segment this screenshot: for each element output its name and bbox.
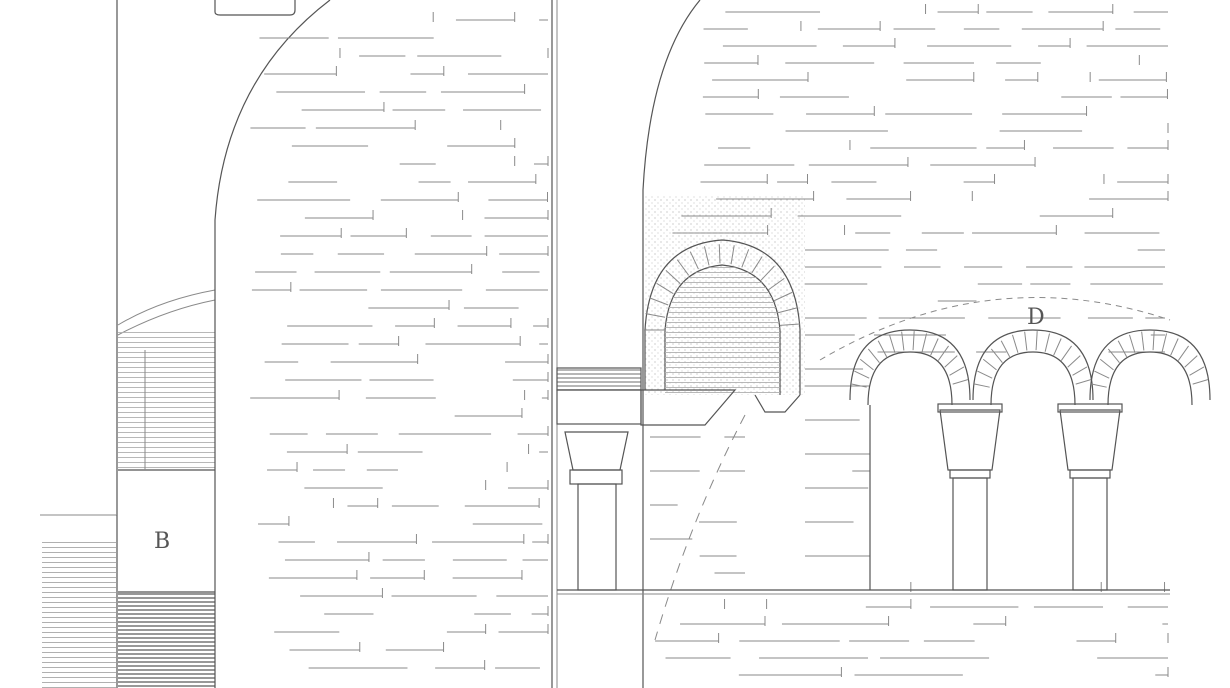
masonry-line <box>768 277 785 291</box>
arched-niche <box>644 195 805 413</box>
masonry-line <box>990 348 1003 363</box>
masonry-line <box>1117 340 1128 358</box>
masonry-line <box>645 313 666 318</box>
arcade-arch-intrados <box>1107 351 1193 406</box>
arcade-arch-intrados <box>990 351 1076 406</box>
masonry-line <box>649 297 669 306</box>
masonry-line <box>854 370 870 379</box>
masonry-line <box>1192 379 1209 385</box>
masonry-line <box>944 355 958 368</box>
section-b-recess <box>117 289 216 688</box>
string-course <box>557 589 1170 595</box>
masonry-line <box>1035 331 1038 351</box>
masonry-line <box>718 244 721 264</box>
masonry-line <box>760 265 775 281</box>
masonry-line <box>676 259 690 276</box>
masonry-line <box>930 338 939 356</box>
masonry-line <box>889 334 896 353</box>
left-column-group <box>556 367 737 591</box>
masonry-line <box>859 358 874 371</box>
arcade-arch <box>849 329 971 401</box>
masonry-line <box>973 383 990 388</box>
masonry-line <box>1060 345 1072 361</box>
masonry-line <box>1024 331 1028 351</box>
masonry-line <box>1012 334 1019 353</box>
masonry-line <box>867 348 880 363</box>
masonry-line <box>912 331 915 351</box>
masonry-line <box>777 307 798 314</box>
masonry-line <box>1141 331 1145 351</box>
arcade-column-capital <box>939 409 1001 471</box>
left-bay-arch <box>214 0 558 688</box>
masonry-line <box>977 370 993 379</box>
label-d: D <box>1027 305 1045 330</box>
masonry-line <box>1099 358 1114 371</box>
arcade-column-shaft <box>952 477 988 591</box>
masonry-line <box>850 383 867 388</box>
masonry-line <box>656 282 674 295</box>
construction-line <box>654 414 746 641</box>
arcade-arch <box>1089 329 1211 401</box>
masonry-line <box>1152 331 1155 351</box>
masonry-line <box>982 358 997 371</box>
arcade-column-abacus <box>937 403 1003 413</box>
masonry-line <box>877 340 888 358</box>
masonry-line <box>1090 383 1107 388</box>
masonry-line <box>1094 370 1110 379</box>
masonry-line <box>1170 338 1179 356</box>
arcade-column-abacus <box>1057 403 1123 413</box>
arcade-column-necking <box>949 469 991 479</box>
left-bay-masonry <box>250 12 549 670</box>
masonry-line <box>1107 348 1120 363</box>
masonry-line <box>665 270 681 285</box>
arcade-column-necking <box>1069 469 1111 479</box>
masonry-line <box>1053 338 1062 356</box>
masonry-line <box>703 246 710 266</box>
masonry-line <box>1161 333 1168 352</box>
arcade-arch <box>972 329 1094 401</box>
masonry-line <box>689 251 699 270</box>
masonry-line <box>741 249 750 268</box>
arcade-arch-intrados <box>867 351 953 406</box>
masonry-line <box>1072 366 1088 376</box>
masonry-line <box>937 345 949 361</box>
masonry-line <box>1184 355 1198 368</box>
masonry-line <box>773 291 793 302</box>
right-bay-arch <box>642 0 701 688</box>
masonry-line <box>1177 345 1189 361</box>
masonry-line <box>949 366 965 376</box>
masonry-line <box>901 331 905 351</box>
masonry-line <box>730 245 735 265</box>
masonry-line <box>1189 366 1205 376</box>
left-pier-base-hatch <box>42 538 116 688</box>
section-b-dark-base <box>118 592 215 688</box>
left-pier <box>40 0 118 688</box>
top-cornice-fragment <box>214 0 296 16</box>
masonry-line <box>921 333 928 352</box>
masonry-line <box>952 379 969 385</box>
masonry-line <box>1044 333 1051 352</box>
masonry-line <box>1129 334 1136 353</box>
masonry-line <box>751 256 763 274</box>
arcade-column-capital <box>1059 409 1121 471</box>
masonry-line <box>1075 379 1092 385</box>
arcade-d <box>819 297 1211 591</box>
left-column-shaft <box>577 483 617 591</box>
label-b: B <box>154 529 170 554</box>
masonry-line <box>1000 340 1011 358</box>
masonry-line <box>779 323 800 326</box>
masonry-line <box>1067 355 1081 368</box>
arcade-column-shaft <box>1072 477 1108 591</box>
